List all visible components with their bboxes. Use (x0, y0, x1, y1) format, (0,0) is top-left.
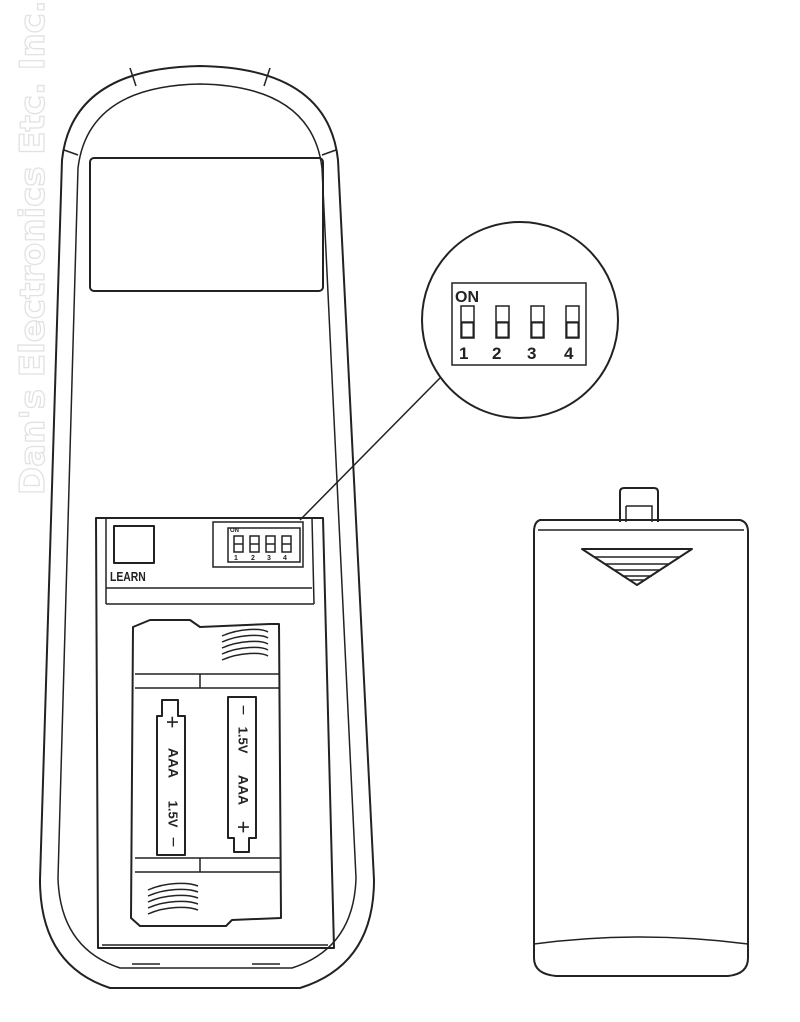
dip-switch-zoom: ON 1 2 3 4 (451, 282, 587, 366)
dip-small-number: 2 (251, 555, 255, 562)
dip-number-2: 2 (492, 344, 501, 363)
learn-label: LEARN (110, 570, 146, 584)
battery-compartment: LEARN ON 1 2 3 4 (95, 517, 335, 949)
dip-number-1: 1 (459, 344, 468, 363)
battery-1-minus: − (163, 837, 183, 848)
spring-bottom (147, 882, 199, 915)
battery-1-plus: + (160, 716, 185, 729)
dip-small-number: 4 (283, 555, 287, 562)
battery-1-type: AAA (165, 748, 181, 778)
dip-number-4: 4 (564, 344, 574, 363)
dip-switch-small: ON 1 2 3 4 (212, 521, 304, 568)
spring-top (221, 628, 269, 661)
dip-switch-2[interactable] (495, 305, 510, 339)
remote-back: LEARN ON 1 2 3 4 (39, 65, 375, 989)
callout-circle (421, 221, 619, 419)
battery-cover[interactable] (533, 487, 749, 977)
battery-2: − 1.5V AAA + (227, 696, 257, 853)
dip-small-on-label: ON (230, 528, 239, 534)
learn-button[interactable] (113, 525, 155, 564)
battery-2-type: AAA (235, 775, 251, 805)
label-window (89, 157, 324, 292)
dip-on-label: ON (455, 289, 479, 306)
dip-small-number: 3 (267, 555, 271, 562)
battery-holder (130, 619, 282, 927)
cover-grip-arrow (581, 548, 693, 586)
dip-switch-1[interactable] (460, 305, 475, 339)
watermark: Dan's Electronics Etc. Inc. (13, 0, 53, 495)
battery-2-voltage: 1.5V (236, 727, 251, 754)
dip-switch-4[interactable] (565, 305, 580, 339)
callout-line (299, 377, 441, 521)
battery-2-plus: + (231, 821, 256, 834)
battery-1: + AAA 1.5V − (156, 699, 186, 856)
dip-switch-3[interactable] (530, 305, 545, 339)
dip-small-number: 1 (234, 555, 238, 562)
battery-1-voltage: 1.5V (166, 801, 181, 828)
dip-number-3: 3 (527, 344, 536, 363)
battery-2-minus: − (233, 705, 253, 716)
